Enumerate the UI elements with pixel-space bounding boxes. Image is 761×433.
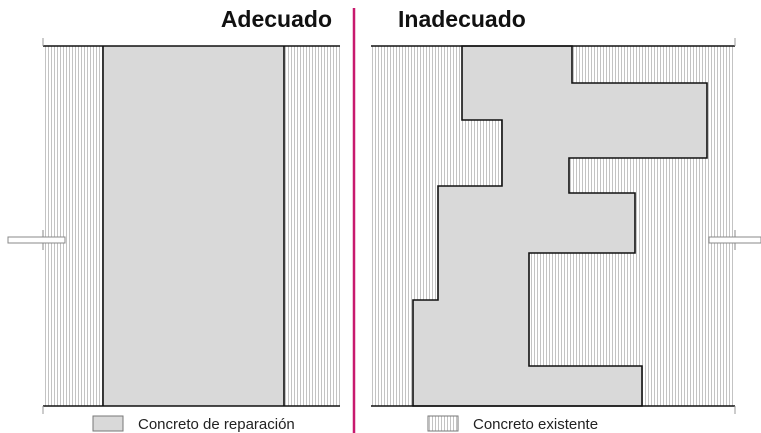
joint-break-symbol-left — [7, 230, 66, 250]
title-inadecuado: Inadecuado — [398, 6, 526, 32]
legend-label-repair: Concreto de reparación — [138, 416, 295, 433]
panel-adecuado: Adecuado — [7, 6, 340, 414]
legend-label-existing: Concreto existente — [473, 416, 598, 433]
repair-area-irregular — [412, 45, 708, 407]
legend: Concreto de reparación Concreto existent… — [92, 415, 598, 433]
repair-area-rectangular — [103, 46, 284, 406]
panel-inadecuado: Inadecuado — [371, 6, 761, 414]
legend-swatch-existing — [427, 415, 459, 432]
joint-break-symbol-right — [708, 230, 761, 250]
title-adecuado: Adecuado — [221, 6, 332, 32]
legend-swatch-repair — [92, 415, 124, 432]
